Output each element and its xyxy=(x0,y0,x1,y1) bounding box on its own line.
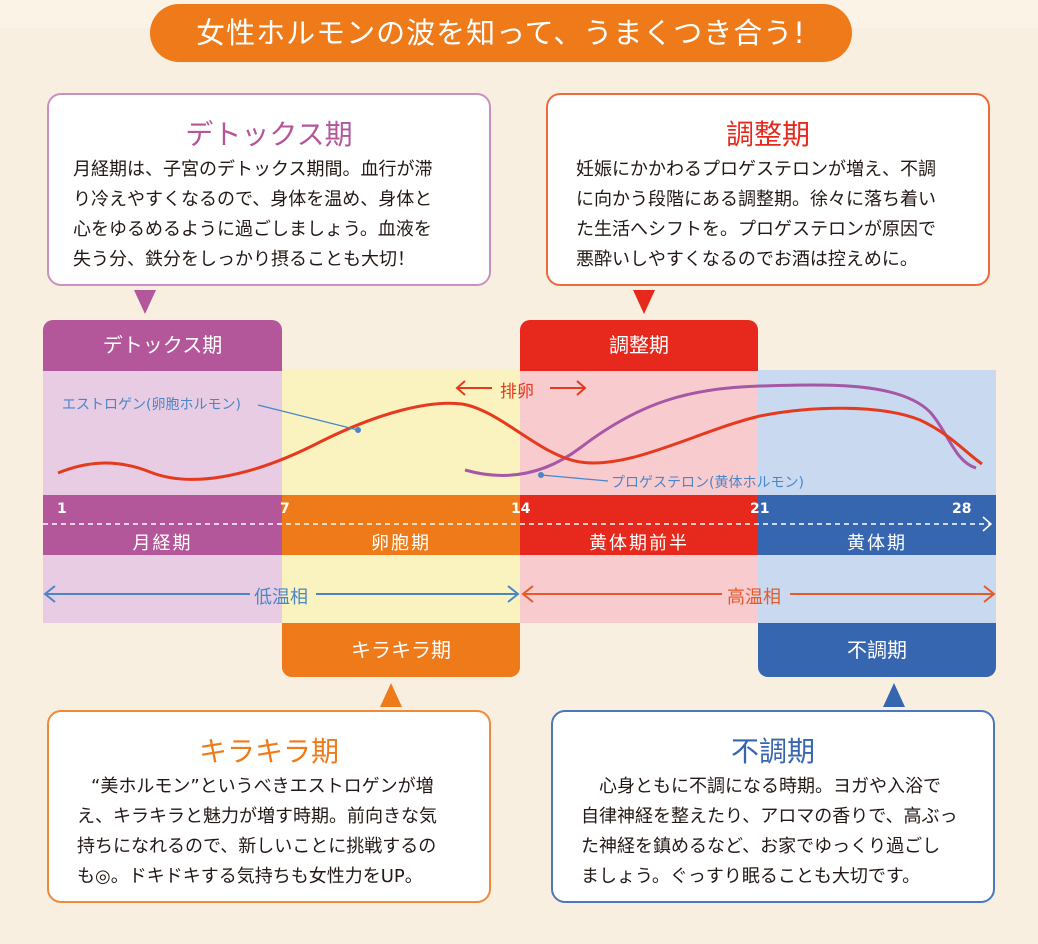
follicular-label: 卵胞期 xyxy=(371,533,431,554)
high-temp-right-arrowhead xyxy=(983,585,996,603)
early-luteal-segment xyxy=(520,495,758,555)
detox-pointer-triangle xyxy=(134,290,156,314)
low-temp-right-arrowhead xyxy=(507,585,520,603)
fucho-info-box: 不調期 心身ともに不調になる時期。ヨガや入浴で自律神経を整えたり、アロマの香りで… xyxy=(551,710,995,903)
detox-box-text: 月経期は、子宮のデトックス期間。血行が滞り冷えやすくなるので、身体を温め、身体と… xyxy=(73,159,433,270)
high-temp-left-arrowhead xyxy=(521,585,534,603)
day-1: 1 xyxy=(57,501,67,517)
follicular-segment xyxy=(282,495,520,555)
progesterone-label: プロゲステロン(黄体ホルモン) xyxy=(611,475,804,491)
fucho-box-text: 心身ともに不調になる時期。ヨガや入浴で自律神経を整えたり、アロマの香りで、高ぶっ… xyxy=(581,776,958,887)
detox-info-box: デトックス期 月経期は、子宮のデトックス期間。血行が滞り冷えやすくなるので、身体… xyxy=(47,93,491,286)
fucho-pointer-triangle xyxy=(883,683,905,707)
detox-phase-tab: デトックス期 xyxy=(43,320,282,371)
kirakira-phase-tab: キラキラ期 xyxy=(282,623,520,677)
progesterone-curve xyxy=(464,383,977,477)
high-temp-label: 高温相 xyxy=(727,587,781,608)
ovulation-right-arrowhead xyxy=(576,380,587,396)
day-7: 7 xyxy=(280,501,290,517)
kirakira-box-title: キラキラ期 xyxy=(198,735,339,768)
adjust-info-box: 調整期 妊娠にかかわるプロゲステロンが増え、不調に向かう段階にある調整期。徐々に… xyxy=(546,93,990,286)
estrogen-leader-dot xyxy=(355,427,361,433)
early-luteal-label: 黄体期前半 xyxy=(589,533,689,554)
fucho-box-title: 不調期 xyxy=(730,735,815,768)
detox-box-title: デトックス期 xyxy=(185,118,353,151)
kirakira-box-text: “美ホルモン”というべきエストロゲンが増え、キラキラと魅力が増す時期。前向きな気… xyxy=(77,776,437,887)
menstrual-label: 月経期 xyxy=(132,533,193,554)
estrogen-label: エストロゲン(卵胞ホルモン) xyxy=(62,397,241,413)
kirakira-pointer-triangle xyxy=(380,683,402,707)
menstrual-segment xyxy=(43,495,282,555)
kirakira-info-box: キラキラ期 “美ホルモン”というべきエストロゲンが増え、キラキラと魅力が増す時期… xyxy=(47,710,491,903)
estrogen-curve xyxy=(57,401,983,481)
adjust-phase-tab: 調整期 xyxy=(520,320,758,371)
day-axis-arrowhead xyxy=(982,516,993,532)
day-28: 28 xyxy=(952,501,972,517)
luteal-segment xyxy=(758,495,996,555)
estrogen-leader-line xyxy=(257,404,359,431)
progesterone-leader-line xyxy=(540,474,609,482)
low-temp-left-arrowhead xyxy=(43,585,56,603)
adjust-box-title: 調整期 xyxy=(725,118,810,151)
adjust-box-text: 妊娠にかかわるプロゲステロンが増え、不調に向かう段階にある調整期。徐々に落ち着い… xyxy=(576,159,936,270)
page-title: 女性ホルモンの波を知って、うまくつき合う! xyxy=(150,4,852,62)
low-temp-label: 低温相 xyxy=(254,587,308,608)
ovulation-label: 排卵 xyxy=(500,382,534,402)
day-21: 21 xyxy=(750,501,770,517)
adjust-pointer-triangle xyxy=(633,290,655,314)
progesterone-leader-dot xyxy=(538,472,544,478)
day-14: 14 xyxy=(511,501,531,517)
luteal-label: 黄体期 xyxy=(847,533,907,554)
fucho-phase-tab: 不調期 xyxy=(758,623,996,677)
